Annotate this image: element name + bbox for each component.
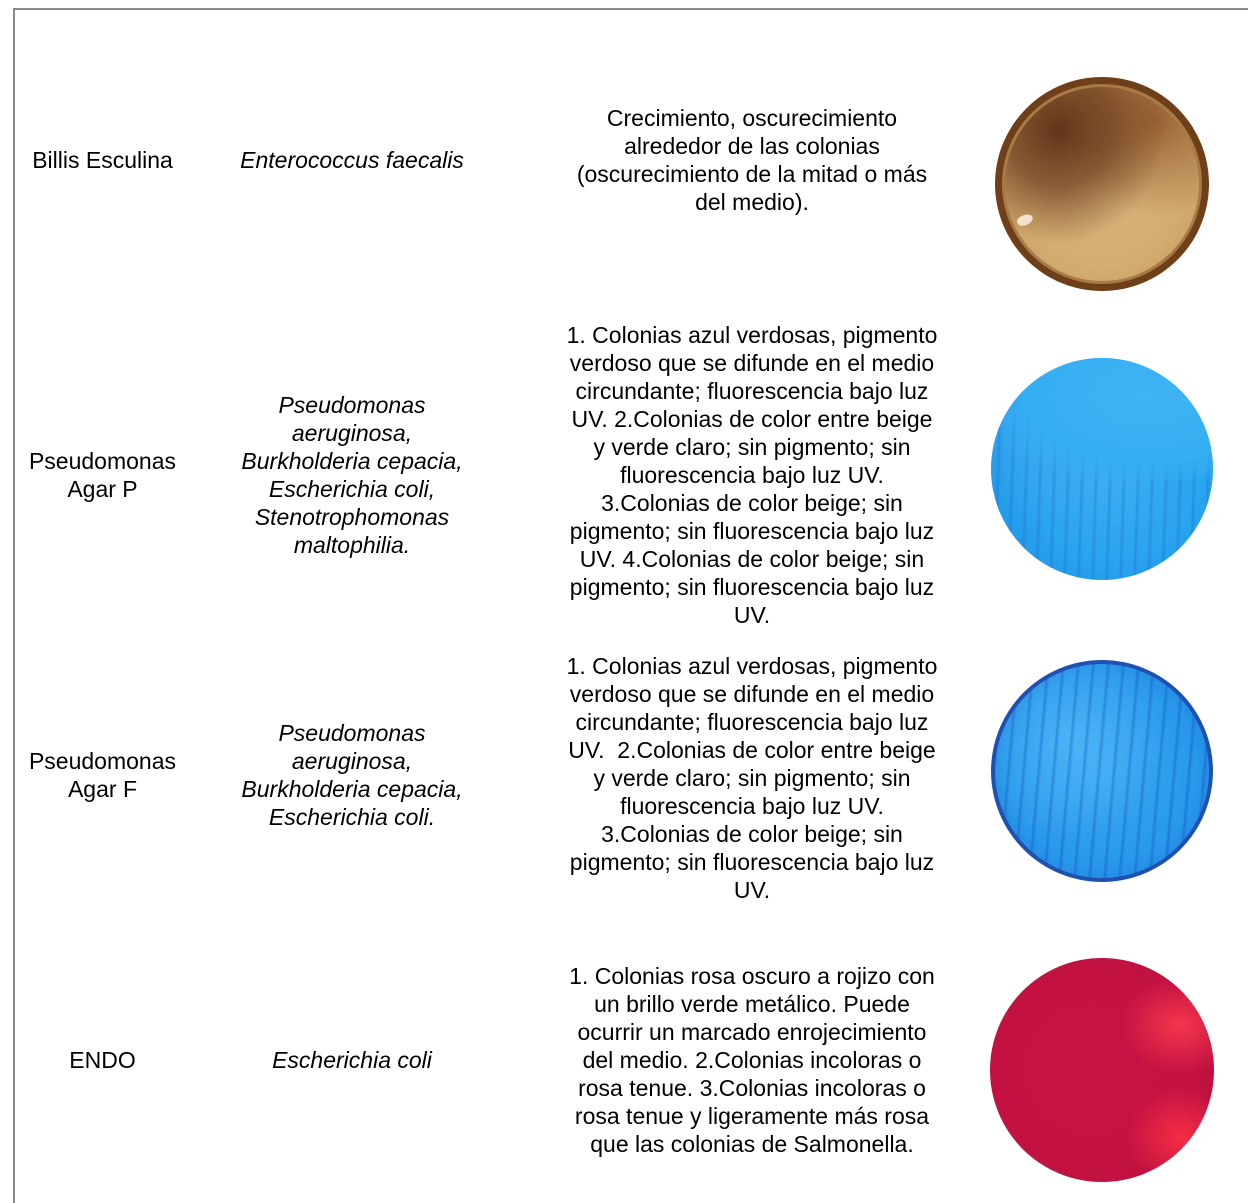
description-line: que las colonias de Salmonella. [590,1131,914,1157]
medium-cell: Billis Esculina [15,60,190,260]
plate-cell [972,950,1232,1190]
organism-text: maltophilia. [293,532,411,558]
medium-text: Pseudomonas [28,748,177,774]
medium-text: Pseudomonas [28,448,177,474]
organism-text: Burkholderia cepacia, [241,448,463,474]
description-line: Crecimiento, oscurecimiento [606,105,898,131]
organism-text: Pseudomonas [278,392,426,418]
medium-text: Agar P [67,476,138,502]
description-line: UV. 2.Colonias de color entre beige [571,406,933,432]
organism-text: aeruginosa, [291,748,413,774]
description-line: pigmento; sin fluorescencia bajo luz [569,518,935,544]
description-line: (oscurecimiento de la mitad o más [576,161,928,187]
petri-dish-red-image [990,958,1214,1182]
description-line: UV. 2.Colonias de color entre beige [568,737,936,763]
description-line: UV. 4.Colonias de color beige; sin [579,546,925,572]
plate-cell [972,354,1232,584]
description-cell: 1. Colonias azul verdosas, pigmento verd… [522,316,982,634]
description-line: pigmento; sin fluorescencia bajo luz [569,849,935,875]
medium-text: Billis Esculina [32,147,173,173]
petri-dish-blue-image [991,358,1213,580]
description-line: 3.Colonias de color beige; sin [601,821,903,847]
description-cell: Crecimiento, oscurecimiento alrededor de… [522,60,982,260]
table-top-border [13,8,1248,10]
description-line: alrededor de las colonias [624,133,880,159]
description-cell: 1. Colonias rosa oscuro a rojizo con un … [522,960,982,1160]
organism-text: Enterococcus faecalis [240,147,464,173]
organism-text: Escherichia coli. [268,804,436,830]
medium-text: ENDO [69,1047,136,1073]
organism-cell: Enterococcus faecalis [218,60,486,260]
organism-text: aeruginosa, [291,420,413,446]
table-left-border [13,8,15,1203]
medium-text: Agar F [67,776,137,802]
description-line: rosa tenue. 3.Colonias incoloras o [578,1075,926,1101]
organism-text: Escherichia coli, [268,476,436,502]
description-line: circundante; fluorescencia bajo luz [575,378,929,404]
description-line: 3.Colonias de color beige; sin [601,490,903,516]
description-line: fluorescencia bajo luz UV. [620,462,884,488]
plate-cell [972,656,1232,886]
description-line: y verde claro; sin pigmento; sin [593,434,911,460]
organism-cell: Pseudomonas aeruginosa, Burkholderia cep… [218,660,486,890]
organism-text: Escherichia coli [272,1047,432,1073]
description-line: 1. Colonias rosa oscuro a rojizo con [569,963,935,989]
organism-text: Pseudomonas [278,720,426,746]
description-line: pigmento; sin fluorescencia bajo luz [569,574,935,600]
description-line: rosa tenue y ligeramente más rosa [574,1103,930,1129]
description-line: verdoso que se difunde en el medio [569,350,935,376]
medium-cell: Pseudomonas Agar F [15,660,190,890]
description-line: verdoso que se difunde en el medio [569,681,935,707]
medium-cell: Pseudomonas Agar P [15,340,190,610]
description-line: 1. Colonias azul verdosas, pigmento [566,653,938,679]
description-line: 1. Colonias azul verdosas, pigmento [566,322,938,348]
organism-text: Stenotrophomonas [254,504,450,530]
plate-cell [972,66,1232,302]
description-line: del medio. 2.Colonias incoloras o [582,1047,922,1073]
description-line: UV. [733,602,771,628]
description-line: fluorescencia bajo luz UV. [620,793,884,819]
organism-text: Burkholderia cepacia, [241,776,463,802]
description-line: del medio). [695,189,809,215]
petri-dish-brown-image [995,77,1209,291]
description-cell: 1. Colonias azul verdosas, pigmento verd… [522,648,982,908]
medium-cell: ENDO [15,960,190,1160]
description-line: ocurrir un marcado enrojecimiento [577,1019,927,1045]
petri-dish-blue-image [991,660,1213,882]
description-line: circundante; fluorescencia bajo luz [575,709,929,735]
description-line: un brillo verde metálico. Puede [594,991,910,1017]
organism-cell: Pseudomonas aeruginosa, Burkholderia cep… [218,340,486,610]
description-line: y verde claro; sin pigmento; sin [593,765,911,791]
description-line: UV. [733,877,771,903]
organism-cell: Escherichia coli [218,960,486,1160]
